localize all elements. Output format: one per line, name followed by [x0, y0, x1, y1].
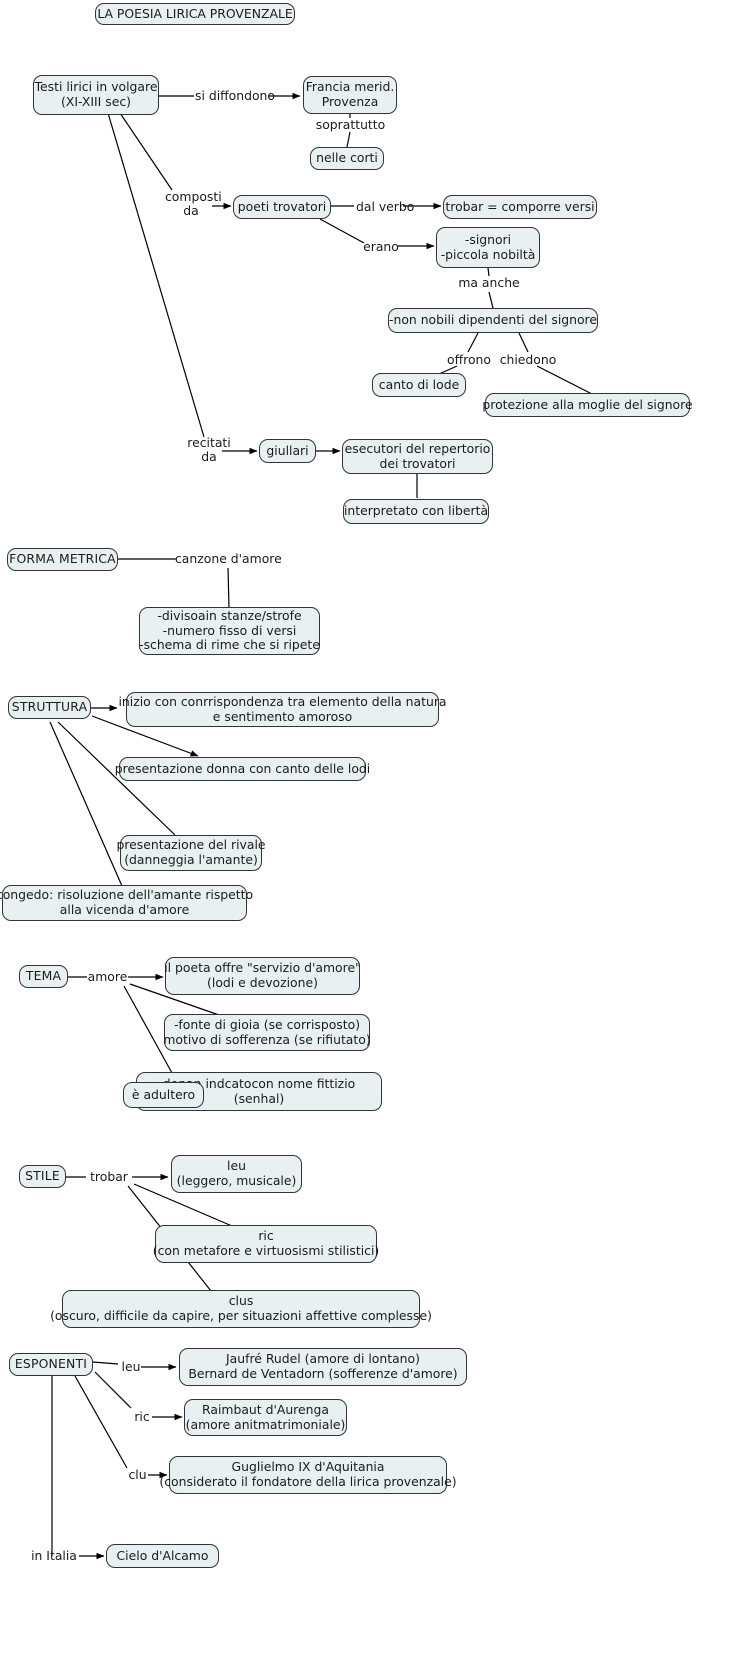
node-non-nobili-dipendenti[interactable]: -non nobili dipendenti del signore [388, 308, 598, 333]
node-esponenti[interactable]: ESPONENTI [9, 1353, 93, 1376]
node-inizio-corrispondenza[interactable]: inizio con conrrispondenza tra elemento … [118, 692, 447, 727]
node-ric[interactable]: ric (con metafore e virtuosismi stilisti… [153, 1225, 379, 1263]
edge-label-offrono: offrono [447, 352, 491, 367]
edge-label-ma-anche: ma anche [458, 275, 520, 290]
edge-label-composti-da: composti da [165, 189, 222, 219]
edge-label-in-italia: in Italia [31, 1548, 77, 1563]
node-leu[interactable]: leu (leggero, musicale) [171, 1155, 302, 1193]
node-trobar-definizione[interactable]: trobar = comporre versi [443, 195, 597, 219]
edge-label-recitati-da: recitati da [187, 435, 231, 465]
edge-label-clu: clu [128, 1467, 147, 1482]
edge-label-si-diffondono: si diffondono [195, 88, 275, 103]
node-guglielmo[interactable]: Guglielmo IX d'Aquitania (considerato il… [159, 1456, 457, 1494]
node-jaufre-bernard[interactable]: Jaufré Rudel (amore di lontano) Bernard … [179, 1348, 467, 1386]
edge-label-erano: erano [363, 239, 399, 254]
node-cielo-dalcamo[interactable]: Cielo d'Alcamo [106, 1544, 219, 1568]
node-francia-provenza[interactable]: Francia merid. Provenza [303, 76, 397, 114]
edge-label-soprattutto: soprattutto [315, 117, 386, 132]
node-signori-piccola-nobilta[interactable]: -signori -piccola nobiltà [436, 227, 540, 268]
node-struttura[interactable]: STRUTTURA [8, 696, 91, 719]
edge-label-amore: amore [87, 969, 128, 984]
edge-label-dal-verbo: dal verbo [356, 199, 415, 214]
node-clus[interactable]: clus (oscuro, difficile da capire, per s… [50, 1290, 432, 1328]
edge-label-chiedono: chiedono [499, 352, 557, 367]
node-presentazione-rivale[interactable]: presentazione del rivale (danneggia l'am… [116, 835, 266, 871]
node-nelle-corti[interactable]: nelle corti [310, 147, 384, 170]
node-presentazione-donna[interactable]: presentazione donna con canto delle lodi [115, 757, 370, 781]
node-servizio-amore[interactable]: il poeta offre "servizio d'amore" (lodi … [164, 957, 361, 995]
edge-label-trobar: trobar [90, 1169, 128, 1184]
node-e-adultero[interactable]: è adultero [123, 1082, 204, 1108]
node-divisione-stanze[interactable]: -divisoain stanze/strofe -numero fisso d… [139, 607, 320, 655]
node-interpretato-liberta[interactable]: interpretato con libertà [343, 499, 489, 524]
node-giullari[interactable]: giullari [259, 439, 316, 463]
node-title[interactable]: LA POESIA LIRICA PROVENZALE [95, 3, 295, 25]
node-testi-lirici[interactable]: Testi lirici in volgare (XI-XIII sec) [33, 75, 159, 115]
edge-label-ric: ric [134, 1409, 150, 1424]
node-congedo[interactable]: congedo: risoluzione dell'amante rispett… [0, 885, 253, 921]
edge-label-leu: leu [121, 1359, 141, 1374]
node-raimbaut[interactable]: Raimbaut d'Aurenga (amore anitmatrimonia… [184, 1399, 347, 1436]
node-fonte-gioia[interactable]: -fonte di gioia (se corrisposto) motivo … [163, 1014, 371, 1051]
node-protezione-moglie[interactable]: protezione alla moglie del signore [482, 393, 693, 417]
node-tema[interactable]: TEMA [19, 965, 68, 988]
node-forma-metrica[interactable]: FORMA METRICA [7, 548, 118, 571]
node-canto-di-lode[interactable]: canto di lode [372, 373, 466, 397]
node-esecutori-repertorio[interactable]: esecutori del repertorio dei trovatori [342, 439, 493, 474]
node-poeti-trovatori[interactable]: poeti trovatori [233, 195, 331, 219]
node-stile[interactable]: STILE [19, 1165, 66, 1188]
edge-label-canzone-damore: canzone d'amore [175, 551, 282, 566]
